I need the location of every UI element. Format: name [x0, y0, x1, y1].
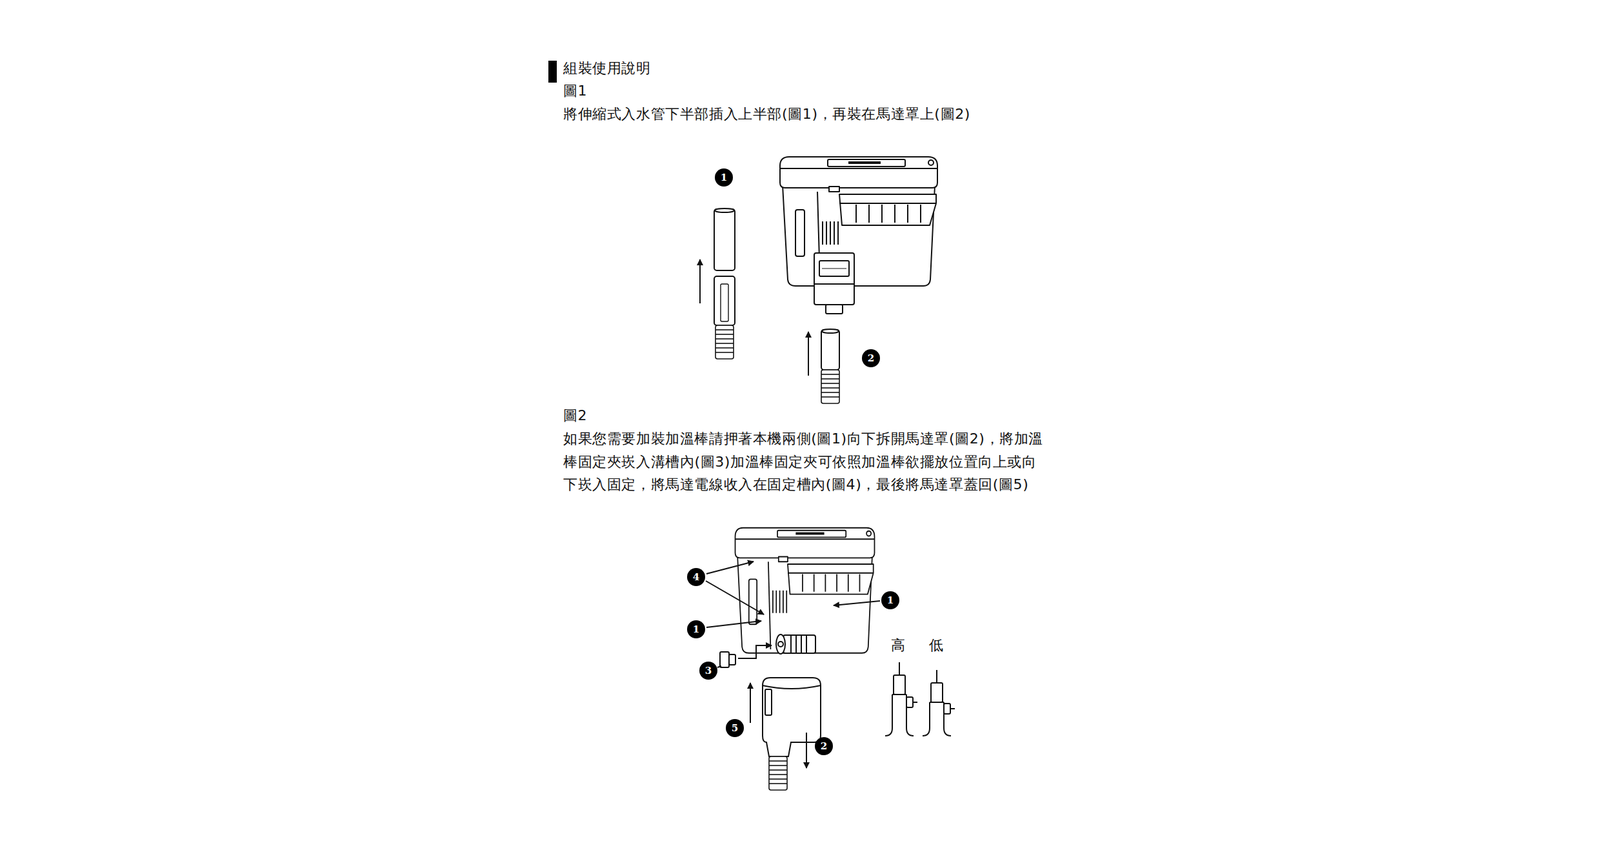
callout-number: 4: [687, 567, 706, 586]
callout-number: 1: [714, 168, 733, 187]
figure-label: 圖1: [563, 79, 588, 103]
filter-body: [780, 156, 938, 314]
callout-number-text: 3: [705, 665, 712, 676]
instruction-text: 如果您需要加裝加溫棒請押著本機兩側(圖1)向下拆開馬達罩(圖2)，將加溫棒固定夾…: [563, 427, 1046, 497]
heater-position-diagram: [885, 661, 955, 736]
move-arrow: [807, 331, 810, 376]
callout-number: 2: [861, 349, 880, 368]
callout-number-text: 1: [692, 624, 700, 635]
callout-number: 3: [699, 661, 718, 680]
callout-number: 1: [881, 590, 900, 610]
callout-number-text: 5: [731, 723, 739, 733]
intake-tube: [821, 329, 840, 404]
callout-number-text: 2: [867, 353, 875, 364]
callout-number: 2: [814, 736, 833, 755]
intake-tube: [714, 208, 735, 359]
heater-clip: [720, 651, 736, 668]
instruction-text: 將伸縮式入水管下半部插入上半部(圖1)，再裝在馬達罩上(圖2): [563, 102, 971, 126]
figure-label: 圖2: [563, 403, 588, 428]
move-arrow: [699, 259, 701, 304]
filter-body: [735, 527, 875, 654]
leader-line: [705, 561, 880, 768]
callout-number: 5: [725, 718, 744, 737]
heading-bar: [548, 60, 557, 83]
callout-number-text: 4: [692, 572, 700, 582]
callout-number-text: 1: [720, 172, 728, 183]
callout-number-text: 2: [820, 741, 828, 751]
position-label: 低: [929, 633, 944, 657]
callout-number: 1: [687, 620, 706, 639]
position-label: 高: [890, 633, 906, 657]
heading: 組裝使用說明: [563, 56, 651, 80]
callout-number-text: 1: [887, 595, 894, 606]
motor-cover: [762, 677, 821, 790]
